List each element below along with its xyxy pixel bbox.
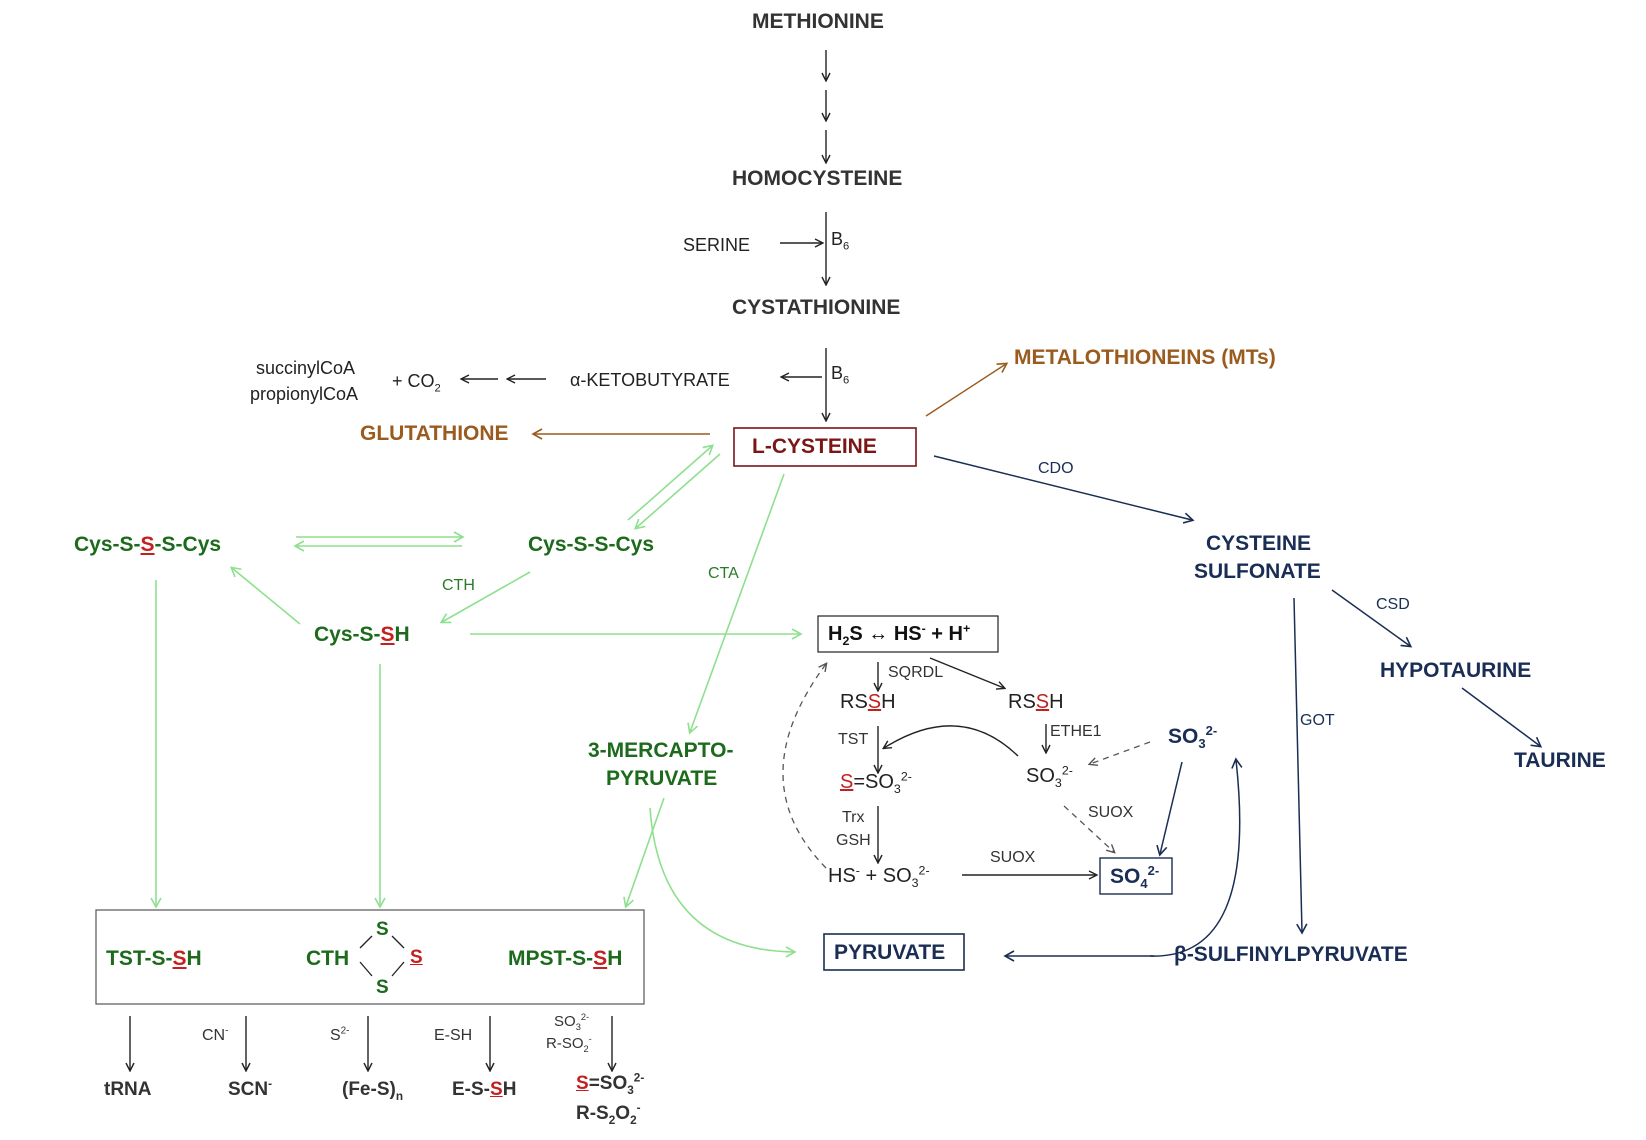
vitamin-b6-label-lower: B6 [831, 363, 850, 387]
ring-sulfur-right: S [410, 947, 423, 968]
sulfite-label-mid: SO32- [1026, 763, 1073, 790]
ethe1-enzyme-label: ETHE1 [1050, 723, 1102, 740]
cth-ring-label: CTH [306, 947, 350, 970]
glutathione-label: GLUTATHIONE [360, 422, 509, 445]
cth-enzyme-label: CTH [442, 577, 475, 594]
mpst-s-sh-label: MPST-S-SH [508, 947, 623, 970]
cysteine-sulfonate-label-line1: CYSTEINE [1206, 532, 1312, 555]
thiosulfate-label: S=SO32- [840, 769, 912, 796]
cdo-enzyme-label: CDO [1038, 460, 1074, 477]
serine-label: SERINE [683, 235, 751, 255]
rssh-left-label: RSSH [840, 691, 896, 713]
rs2o2-product-label: R-S2O2- [576, 1101, 641, 1127]
l-cysteine-label: L-CYSTEINE [752, 435, 877, 458]
r-so2-acceptor-label: R-SO2- [546, 1034, 592, 1054]
e-s-sh-product-label: E-S-SH [452, 1079, 517, 1100]
alpha-ketobutyrate-label: α-KETOBUTYRATE [570, 370, 730, 390]
cys-s-sh-label: Cys-S-SH [314, 623, 410, 646]
propionylcoa-label: propionylCoA [250, 384, 359, 404]
trx-label: Trx [842, 809, 865, 826]
succinylcoa-label: succinylCoA [256, 358, 356, 378]
csd-enzyme-label: CSD [1376, 596, 1410, 613]
sqrdl-enzyme-label: SQRDL [888, 664, 944, 681]
iron-sulfur-product-label: (Fe-S)n [342, 1079, 404, 1103]
homocysteine-label: HOMOCYSTEINE [732, 167, 903, 190]
suox-enzyme-label-lower: SUOX [990, 849, 1036, 866]
mercaptopyruvate-label-line1: 3-MERCAPTO- [588, 739, 734, 762]
beta-sulfinylpyruvate-label: β-SULFINYLPYRUVATE [1174, 943, 1408, 966]
sulfite-label-right: SO32- [1168, 723, 1218, 752]
rssh-right-label: RSSH [1008, 691, 1064, 713]
sulfite-acceptor-label: SO32- [554, 1012, 590, 1032]
thiocyanate-product-label: SCN- [228, 1077, 273, 1100]
mercaptopyruvate-label-line2: PYRUVATE [606, 767, 718, 790]
sulfide-label: S2- [330, 1025, 350, 1044]
gsh-label: GSH [836, 832, 871, 849]
e-sh-label: E-SH [434, 1027, 473, 1044]
pyruvate-label: PYRUVATE [834, 941, 946, 964]
hypotaurine-label: HYPOTAURINE [1380, 659, 1532, 682]
hs-plus-sulfite-label: HS- + SO32- [828, 863, 930, 890]
cysteine-sulfonate-label-line2: SULFONATE [1194, 560, 1321, 583]
thiosulfate-product-label: S=SO32- [576, 1071, 645, 1097]
methionine-label: METHIONINE [752, 10, 884, 33]
cys-s-s-cys-label: Cys-S-S-Cys [528, 533, 655, 556]
ring-sulfur-bottom: S [376, 977, 389, 998]
trna-product-label: tRNA [104, 1079, 152, 1100]
metalothioneins-label: METALOTHIONEINS (MTs) [1014, 346, 1276, 369]
cys-s-s-s-cys-label: Cys-S-S-S-Cys [74, 533, 222, 556]
ring-sulfur-top: S [376, 919, 389, 940]
h2s-equilibrium-label: H2S ↔ HS- + H+ [828, 621, 971, 648]
vitamin-b6-label-upper: B6 [831, 229, 850, 253]
cystathionine-label: CYSTATHIONINE [732, 296, 901, 319]
cyanide-label: CN- [202, 1025, 229, 1044]
tst-s-sh-label: TST-S-SH [106, 947, 202, 970]
tst-enzyme-label: TST [838, 731, 869, 748]
taurine-label: TAURINE [1514, 749, 1606, 772]
suox-enzyme-label-upper: SUOX [1088, 804, 1134, 821]
sulfate-label: SO42- [1110, 863, 1160, 892]
co2-label: + CO2 [392, 371, 441, 395]
cta-enzyme-label: CTA [708, 565, 739, 582]
got-enzyme-label: GOT [1300, 712, 1335, 729]
